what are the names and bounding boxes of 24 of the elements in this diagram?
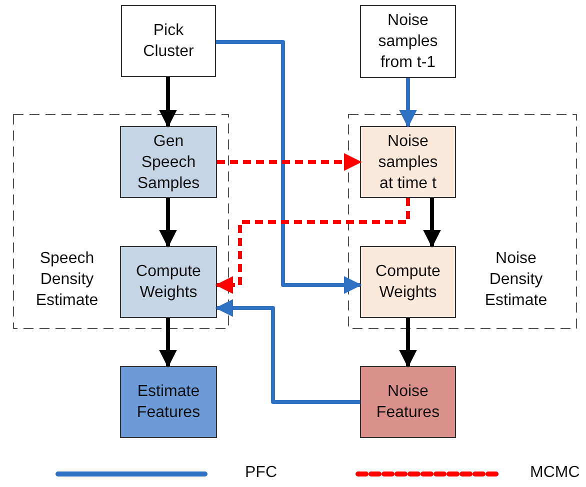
process-box: Gen Speech Samples: [120, 126, 217, 198]
process-box: Pick Cluster: [121, 5, 216, 77]
arrow: [216, 40, 362, 294]
dashed-group-frame: [348, 114, 577, 329]
group-label: Speech Density Estimate: [34, 248, 100, 310]
dashed-arrow: [217, 153, 362, 171]
arrow: [423, 198, 441, 248]
group-label: Noise Density Estimate: [484, 248, 548, 310]
arrow: [399, 78, 417, 128]
process-box: Noise samples from t-1: [360, 5, 456, 78]
arrow: [159, 77, 177, 128]
process-box: Noise Features: [360, 366, 456, 438]
arrow: [399, 318, 417, 368]
dashed-group-frame: [13, 114, 229, 329]
legend-label: PFC: [245, 464, 277, 482]
process-box: Estimate Features: [120, 366, 217, 438]
arrow: [215, 299, 360, 404]
arrow: [159, 198, 177, 248]
process-box: Noise samples at time t: [360, 126, 456, 198]
arrow: [159, 318, 177, 368]
process-box: Compute Weights: [120, 246, 217, 318]
legend-label: MCMC: [530, 464, 580, 482]
dashed-arrow: [215, 198, 410, 294]
process-box: Compute Weights: [360, 246, 456, 318]
